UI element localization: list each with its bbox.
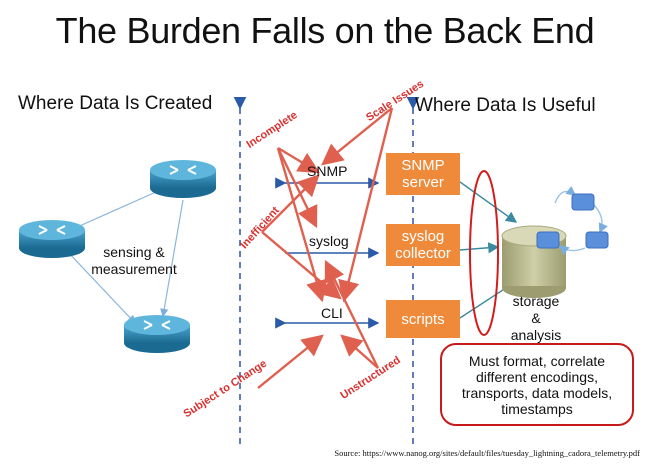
callout-box: Must format, correlate different encodin… xyxy=(440,343,634,426)
callout-text: Must format, correlate different encodin… xyxy=(461,352,613,417)
scripts-box: scripts xyxy=(386,300,460,338)
source-citation: Source: https://www.nanog.org/sites/defa… xyxy=(334,448,640,458)
router-icon xyxy=(150,160,216,198)
right-section-heading: Where Data Is Useful xyxy=(415,95,596,116)
analysis-cycle-icon xyxy=(536,185,609,256)
sensing-measurement-label: sensing & measurement xyxy=(91,244,177,277)
syslog-collector-box: syslog collector xyxy=(386,224,460,266)
cli-label: CLI xyxy=(321,305,343,321)
router-icon xyxy=(19,220,85,258)
snmp-server-box: SNMP server xyxy=(386,153,460,195)
page-title: The Burden Falls on the Back End xyxy=(55,10,595,51)
snmp-label: SNMP xyxy=(307,163,348,179)
highlight-oval xyxy=(469,170,499,336)
storage-analysis-label: storage & analysis xyxy=(510,293,562,343)
router-icon xyxy=(124,315,190,353)
syslog-label: syslog xyxy=(309,233,349,249)
left-section-heading: Where Data Is Created xyxy=(18,93,213,114)
